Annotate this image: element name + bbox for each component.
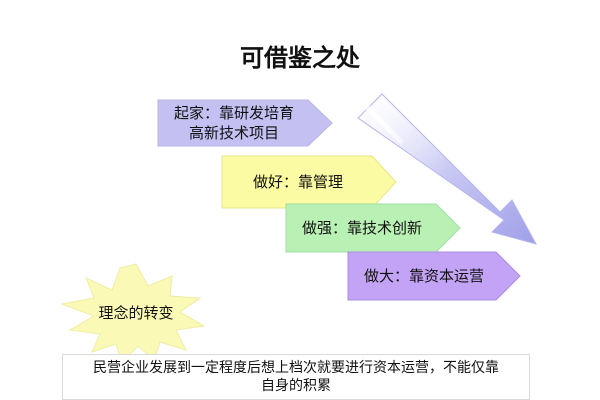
idea-starburst-label: 理念的转变 bbox=[98, 304, 174, 322]
arrow-stripe bbox=[382, 122, 404, 145]
step-chevron-3 bbox=[285, 203, 461, 253]
step-chevron-1 bbox=[157, 99, 333, 147]
trend-arrow bbox=[357, 93, 538, 245]
step-2-label: 做好：靠管理 bbox=[252, 173, 343, 191]
conclusion-line1: 民营企业发展到一定程度后想上档次就要进行资本运营，不能仅靠 bbox=[93, 360, 499, 376]
trend-arrow-shape bbox=[357, 93, 538, 245]
step-4-label: 做大：靠资本运营 bbox=[363, 267, 484, 285]
step-3-label: 做强：靠技术创新 bbox=[301, 219, 422, 237]
step-chevron-4 bbox=[347, 251, 521, 301]
step-chevron-2 bbox=[221, 155, 397, 209]
diagram-title: 可借鉴之处 bbox=[240, 44, 360, 72]
step-1-label: 起家：靠研发培育 高新技术项目 bbox=[164, 103, 304, 143]
conclusion-line2: 自身的积累 bbox=[261, 378, 331, 394]
step-1-line1: 起家：靠研发培育 bbox=[173, 104, 294, 122]
conclusion-box: 民营企业发展到一定程度后想上档次就要进行资本运营，不能仅靠 自身的积累 bbox=[62, 354, 530, 400]
step-1-line2: 高新技术项目 bbox=[188, 124, 279, 142]
